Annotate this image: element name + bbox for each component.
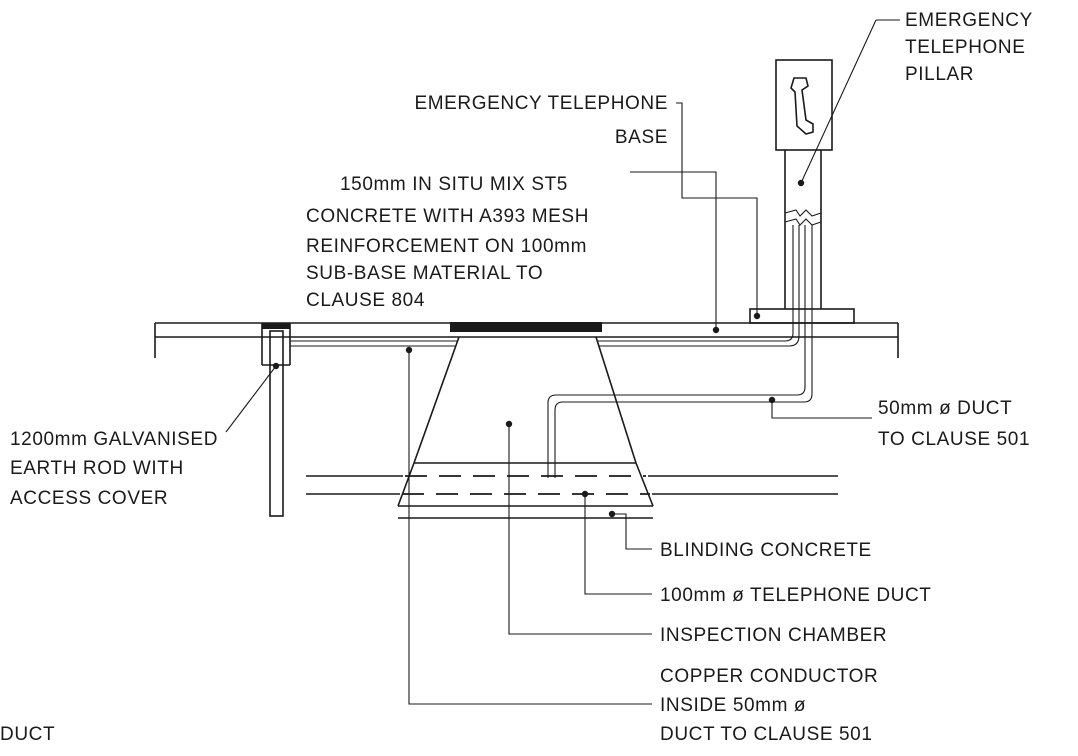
label-base: EMERGENCY TELEPHONE BASE bbox=[414, 93, 668, 148]
svg-text:PILLAR: PILLAR bbox=[905, 64, 974, 85]
svg-text:REINFORCEMENT ON 100mm: REINFORCEMENT ON 100mm bbox=[306, 236, 587, 257]
label-telephone-duct: 100mm ø TELEPHONE DUCT bbox=[660, 585, 932, 606]
copper-conductor-duct bbox=[290, 340, 457, 347]
telephone-pillar bbox=[775, 59, 833, 309]
svg-text:CLAUSE 804: CLAUSE 804 bbox=[306, 290, 425, 311]
svg-text:COPPER CONDUCTOR: COPPER CONDUCTOR bbox=[660, 666, 878, 687]
duct-50mm bbox=[547, 225, 813, 478]
svg-text:1200mm GALVANISED: 1200mm GALVANISED bbox=[10, 429, 218, 450]
inspection-chamber bbox=[397, 336, 654, 507]
telephone-base-plate bbox=[749, 308, 855, 324]
label-concrete: 150mm IN SITU MIX ST5 CONCRETE WITH A393… bbox=[306, 174, 589, 311]
svg-text:INSIDE 50mm ø: INSIDE 50mm ø bbox=[660, 695, 806, 716]
svg-text:DUCT TO CLAUSE 501: DUCT TO CLAUSE 501 bbox=[660, 724, 873, 745]
chamber-cover bbox=[450, 322, 602, 332]
earth-rod bbox=[261, 323, 291, 517]
label-blinding-concrete: BLINDING CONCRETE bbox=[660, 540, 872, 561]
svg-text:EMERGENCY: EMERGENCY bbox=[905, 10, 1033, 31]
label-duct-50mm: 50mm ø DUCT TO CLAUSE 501 bbox=[878, 398, 1030, 450]
svg-text:CONCRETE WITH A393 MESH: CONCRETE WITH A393 MESH bbox=[306, 206, 589, 227]
label-partial-duct: DUCT bbox=[0, 724, 55, 745]
svg-text:150mm IN SITU MIX ST5: 150mm IN SITU MIX ST5 bbox=[340, 174, 568, 195]
svg-text:EMERGENCY TELEPHONE: EMERGENCY TELEPHONE bbox=[414, 93, 668, 114]
label-pillar: EMERGENCY TELEPHONE PILLAR bbox=[905, 10, 1033, 85]
label-copper-conductor: COPPER CONDUCTOR INSIDE 50mm ø DUCT TO C… bbox=[660, 666, 878, 745]
svg-text:TELEPHONE: TELEPHONE bbox=[905, 37, 1026, 58]
leader-lines bbox=[225, 19, 900, 705]
svg-text:50mm ø DUCT: 50mm ø DUCT bbox=[878, 398, 1012, 419]
svg-text:ACCESS COVER: ACCESS COVER bbox=[10, 488, 168, 509]
svg-text:EARTH ROD WITH: EARTH ROD WITH bbox=[10, 458, 184, 479]
svg-text:BASE: BASE bbox=[615, 127, 668, 148]
svg-text:SUB-BASE MATERIAL TO: SUB-BASE MATERIAL TO bbox=[306, 263, 543, 284]
telephone-duct bbox=[306, 475, 838, 495]
label-inspection-chamber: INSPECTION CHAMBER bbox=[660, 625, 887, 646]
svg-text:TO CLAUSE 501: TO CLAUSE 501 bbox=[878, 429, 1030, 450]
label-earth-rod: 1200mm GALVANISED EARTH ROD WITH ACCESS … bbox=[10, 429, 218, 509]
